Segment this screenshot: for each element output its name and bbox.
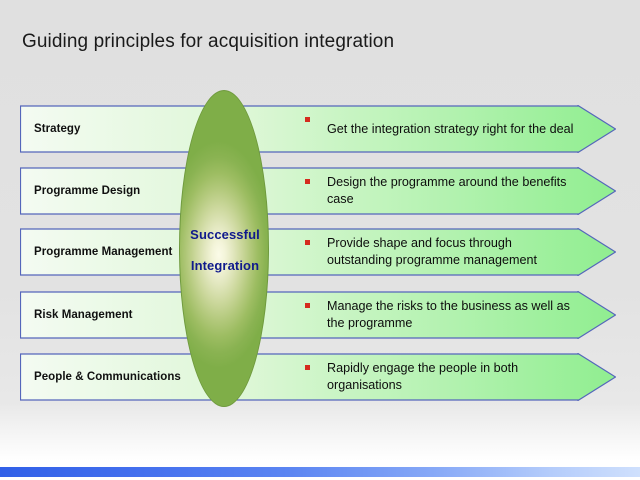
- row-bullet-text: Rapidly engage the people in both organi…: [327, 361, 519, 392]
- row-bullet: Rapidly engage the people in both organi…: [305, 353, 575, 401]
- row-bullet: Manage the risks to the business as well…: [305, 291, 575, 339]
- row-bullet: Provide shape and focus through outstand…: [305, 228, 575, 276]
- bullet-square-icon: [305, 179, 310, 184]
- row-bullet: Get the integration strategy right for t…: [305, 105, 575, 153]
- arrow-row[interactable]: People & Communications Rapidly engage th…: [20, 353, 616, 401]
- arrow-shape: [20, 291, 616, 339]
- arrow-shape: [20, 353, 616, 401]
- row-bullet-text: Provide shape and focus through outstand…: [327, 236, 538, 267]
- arrow-row[interactable]: Programme Management Provide shape and fo…: [20, 228, 616, 276]
- row-label: Risk Management: [34, 309, 133, 321]
- row-label: Strategy: [34, 123, 81, 135]
- bullet-square-icon: [305, 303, 310, 308]
- arrow-row[interactable]: Strategy Get the integration strategy rig…: [20, 105, 616, 153]
- row-label: Programme Management: [34, 246, 173, 258]
- ellipse-line-1: Successful: [190, 226, 260, 242]
- row-bullet-text: Design the programme around the benefits…: [327, 175, 567, 206]
- row-label: Programme Design: [34, 185, 141, 197]
- ellipse-line-2: Integration: [190, 257, 260, 273]
- row-bullet-text: Get the integration strategy right for t…: [327, 121, 574, 136]
- bullet-square-icon: [305, 240, 310, 245]
- arrow-row[interactable]: Programme Design Design the programme aro…: [20, 167, 616, 215]
- arrow-shape: [20, 167, 616, 215]
- arrow-row[interactable]: Risk Management Manage the risks to the b…: [20, 291, 616, 339]
- row-label: People & Communications: [34, 371, 181, 383]
- bottom-white-strip: [0, 477, 640, 480]
- central-ellipse: Successful Integration: [179, 90, 269, 407]
- arrow-shape: [20, 105, 616, 153]
- bullet-square-icon: [305, 117, 310, 122]
- page-title: Guiding principles for acquisition integ…: [22, 31, 395, 52]
- row-bullet: Design the programme around the benefits…: [305, 167, 575, 215]
- bottom-accent-bar: [0, 467, 640, 477]
- bullet-square-icon: [305, 365, 310, 370]
- central-ellipse-text: Successful Integration: [180, 91, 270, 408]
- arrow-shape: [20, 228, 616, 276]
- row-bullet-text: Manage the risks to the business as well…: [327, 299, 570, 330]
